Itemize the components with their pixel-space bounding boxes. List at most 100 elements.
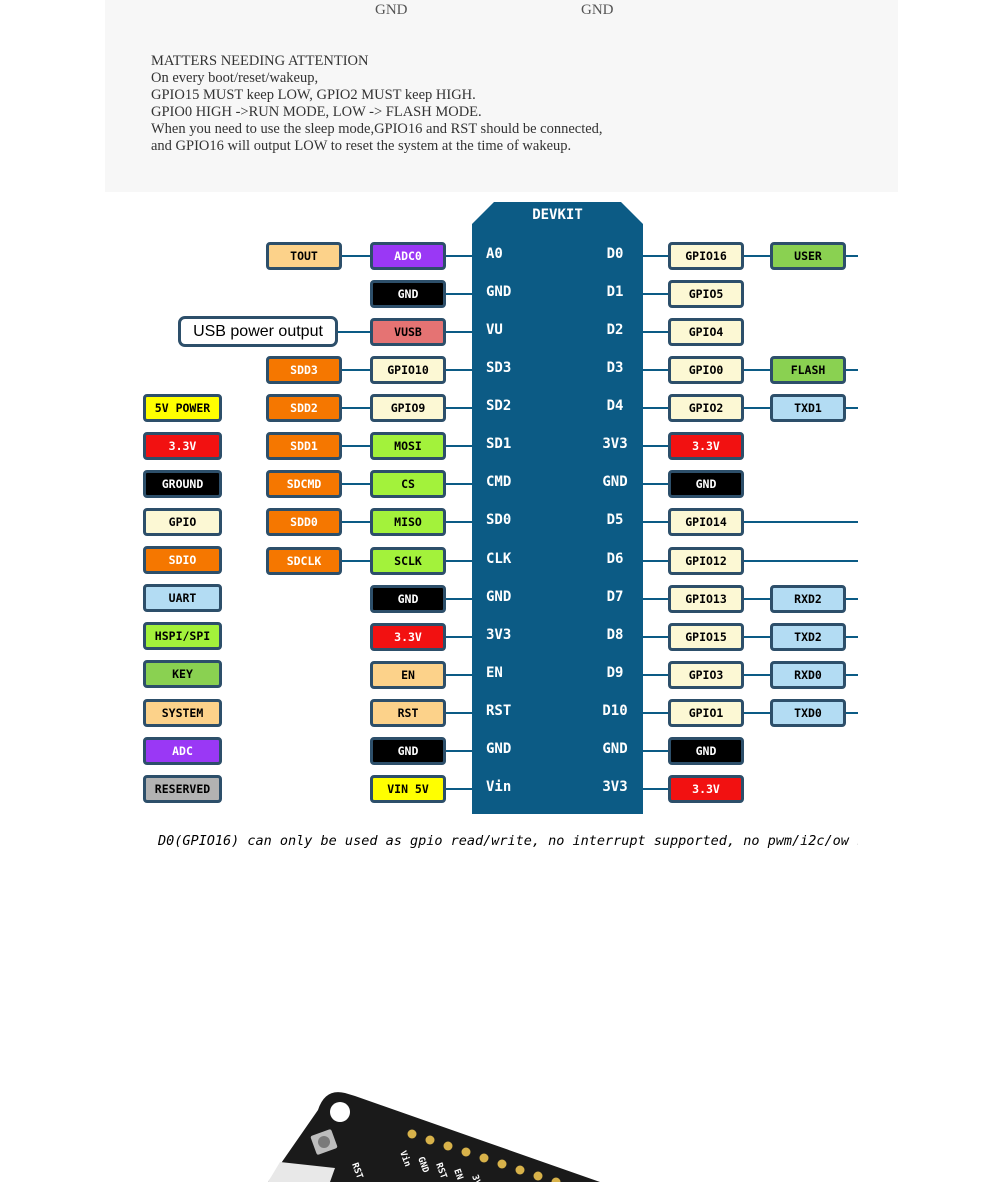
board-pin-left: EN	[486, 664, 503, 681]
legend-box: GROUND	[143, 470, 222, 499]
pin-connector-line	[340, 255, 371, 257]
board-pin-left: A0	[486, 246, 503, 262]
right-outer-box: RXD0	[770, 660, 846, 689]
notes-title: MATTERS NEEDING ATTENTION	[151, 53, 369, 69]
legend-box: RESERVED	[143, 774, 222, 803]
pin-connector-line	[643, 597, 669, 600]
pin-connector-line	[845, 407, 858, 410]
attention-notes: MATTERS NEEDING ATTENTION On every boot/…	[151, 53, 603, 155]
notes-line: On every boot/reset/wakeup,	[151, 70, 319, 86]
left-function-box: GND	[370, 736, 446, 765]
board-pin-right: D2	[606, 322, 624, 339]
silk-label: 3V	[469, 1174, 482, 1182]
pin-connector-line	[743, 559, 858, 562]
board-pin-left: SD2	[486, 398, 512, 415]
pin-connector-line	[340, 559, 371, 562]
legend-box: HSPI/SPI	[143, 622, 222, 651]
board-title: DEVKIT	[532, 207, 583, 223]
board-pin-right: D10	[602, 702, 628, 719]
board-pin-left: SD1	[486, 436, 512, 453]
pin-connector-line	[445, 369, 472, 372]
right-function-box: GPIO13	[668, 584, 744, 613]
left-outer-box: SDD3	[266, 356, 342, 385]
right-function-box: GPIO15	[668, 622, 744, 651]
board-pin-right: D7	[606, 588, 624, 605]
pin-connector-line	[643, 559, 669, 562]
board-pin-right: GND	[602, 474, 628, 491]
right-function-box: GPIO4	[668, 318, 744, 347]
pin-connector-line	[445, 749, 472, 752]
board-pin-left: CMD	[486, 474, 512, 491]
board-pin-right: D4	[606, 398, 624, 415]
board-pin-left: VU	[486, 322, 503, 339]
legend-box: GPIO	[143, 508, 222, 537]
left-outer-box: TOUT	[266, 242, 342, 270]
board-pin-right: D5	[606, 512, 624, 529]
right-function-box: GPIO14	[668, 508, 744, 537]
right-function-box: 3.3V	[668, 432, 744, 461]
right-function-box: GPIO5	[668, 280, 744, 309]
pin-connector-line	[743, 673, 770, 676]
board-pin-right: D1	[606, 284, 624, 301]
legend-box: UART	[143, 584, 222, 613]
pin-connector-line	[643, 445, 669, 448]
pin-connector-line	[845, 635, 858, 638]
pin-connector-line	[340, 369, 371, 372]
left-outer-box: SDD1	[266, 432, 342, 461]
pin-connector-line	[743, 711, 770, 714]
left-outer-box: SDD2	[266, 394, 342, 423]
right-outer-box: TXD1	[770, 394, 846, 423]
board-pin-left: SD0	[486, 512, 512, 529]
left-function-box: RST	[370, 698, 446, 727]
pin-connector-line	[340, 445, 371, 448]
pin-connector-line	[845, 255, 858, 257]
left-function-box: GND	[370, 584, 446, 613]
pin-connector-line	[445, 407, 472, 410]
pin-connector-line	[445, 559, 472, 562]
pin-connector-line	[445, 331, 472, 334]
board-pin-left: SD3	[486, 360, 512, 377]
notes-line: GPIO0 HIGH ->RUN MODE, LOW -> FLASH MODE…	[151, 104, 482, 120]
pin-connector-line	[445, 711, 472, 714]
pin-connector-line	[845, 597, 858, 600]
board-pin-left: 3V3	[486, 626, 512, 643]
legend-box: KEY	[143, 660, 222, 689]
pin-connector-line	[445, 673, 472, 676]
pin-connector-line	[643, 749, 669, 752]
top-gnd-label-right: GND	[581, 2, 614, 18]
right-function-box: 3.3V	[668, 774, 744, 803]
pin-connector-line	[643, 407, 669, 410]
pin-connector-line	[445, 293, 472, 296]
pin-connector-line	[845, 673, 858, 676]
right-function-box: GPIO16	[668, 242, 744, 270]
board-pin-left: GND	[486, 588, 512, 605]
usb-note-connector	[338, 331, 371, 333]
legend-box: 5V POWER	[143, 394, 222, 422]
left-function-box: GPIO9	[370, 394, 446, 423]
pin-connector-line	[340, 521, 371, 524]
board-pin-right: GND	[602, 740, 628, 757]
pin-connector-line	[643, 369, 669, 372]
board-pin-right: D8	[606, 626, 624, 643]
pin-connector-line	[643, 635, 669, 638]
board-pin-right: D6	[606, 550, 624, 567]
left-function-box: MISO	[370, 508, 446, 537]
board-pin-left: GND	[486, 284, 512, 301]
board-pin-right: 3V3	[602, 436, 628, 453]
notes-panel	[105, 0, 898, 192]
pin-connector-line	[743, 521, 858, 524]
gpio16-footnote: D0(GPIO16) can only be used as gpio read…	[158, 833, 858, 849]
pin-connector-line	[845, 711, 858, 714]
pin-connector-line	[445, 787, 472, 790]
pin-connector-line	[340, 407, 371, 410]
board-pin-right: D3	[606, 360, 624, 377]
right-outer-box: RXD2	[770, 584, 846, 613]
pin-connector-line	[643, 711, 669, 714]
pin-connector-line	[445, 483, 472, 486]
legend-box: 3.3V	[143, 432, 222, 461]
left-outer-box: SDCLK	[266, 546, 342, 575]
pin-connector-line	[445, 521, 472, 524]
right-function-box: GPIO3	[668, 660, 744, 689]
left-outer-box: SDCMD	[266, 470, 342, 499]
right-function-box: GPIO12	[668, 546, 744, 575]
